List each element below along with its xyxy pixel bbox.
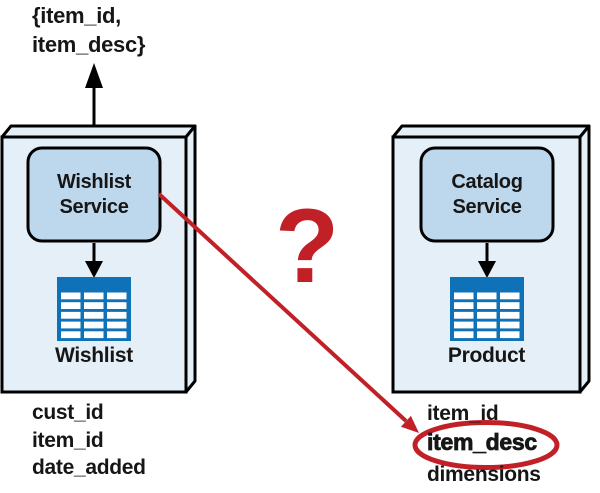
table-cell (500, 331, 520, 339)
catalog-box (391, 124, 591, 394)
return-data-line: item_desc} (32, 32, 146, 57)
table-cell (454, 311, 474, 319)
table-cell (454, 331, 474, 339)
question-mark: ? (275, 188, 339, 305)
table-cell (61, 331, 81, 339)
red-query-arrow (157, 192, 419, 433)
wishlist-table-label: Wishlist (55, 344, 133, 367)
product-column-highlighted: item_desc (427, 429, 538, 456)
table-cell (477, 302, 497, 309)
table-cell (61, 311, 81, 319)
table-cell (84, 292, 104, 300)
table-cell (454, 302, 474, 309)
product-table-icon (450, 277, 524, 341)
catalog-service-label-line: Catalog (451, 170, 523, 193)
table-cell (477, 331, 497, 339)
return-data-line: {item_id, (32, 3, 121, 28)
catalog-down-arrow-head (478, 261, 496, 278)
product-table-label: Product (447, 344, 526, 367)
wishlist-column: date_added (32, 456, 146, 479)
table-cell (500, 292, 520, 300)
wishlist-column: cust_id (32, 401, 104, 424)
wishlist-column: item_id (32, 428, 104, 452)
wishlist-box-top-face (0, 124, 197, 139)
catalog-service-label-line: Service (452, 195, 522, 218)
wishlist-service-label-line: Service (59, 195, 129, 218)
wishlist-columns-list: cust_id item_id date_added (32, 399, 146, 482)
table-cell (107, 311, 127, 319)
table-cell (84, 321, 104, 329)
product-column: dimensions (427, 463, 541, 486)
wishlist-down-arrow-head (85, 261, 103, 278)
table-cell (107, 292, 127, 300)
table-cell (500, 302, 520, 309)
table-cell (454, 321, 474, 329)
table-cell (477, 321, 497, 329)
wishlist-service-label: Wishlist Service (28, 148, 160, 241)
red-query-arrow-line (157, 192, 408, 423)
return-data-annotation: {item_id, item_desc} (32, 1, 145, 59)
up-arrow-head (85, 63, 103, 88)
table-cell (61, 292, 81, 300)
product-column: item_id (427, 402, 499, 425)
wishlist-table-icon (57, 277, 131, 341)
table-cell (84, 302, 104, 309)
table-cell (107, 302, 127, 309)
table-cell (454, 292, 474, 300)
table-cell (61, 321, 81, 329)
table-cell (61, 302, 81, 309)
table-cell (107, 331, 127, 339)
table-cell (477, 292, 497, 300)
table-cell (477, 311, 497, 319)
table-cell (84, 311, 104, 319)
table-cell (84, 331, 104, 339)
catalog-service-node (419, 146, 555, 243)
table-cell (500, 311, 520, 319)
wishlist-box (0, 124, 197, 394)
catalog-service-label: Catalog Service (421, 148, 553, 241)
highlight-ellipse (412, 420, 560, 470)
wishlist-service-label-line: Wishlist (56, 170, 132, 193)
table-cell (107, 321, 127, 329)
table-cell (500, 321, 520, 329)
red-query-arrow-head (400, 415, 419, 433)
catalog-box-top-face (391, 124, 591, 139)
